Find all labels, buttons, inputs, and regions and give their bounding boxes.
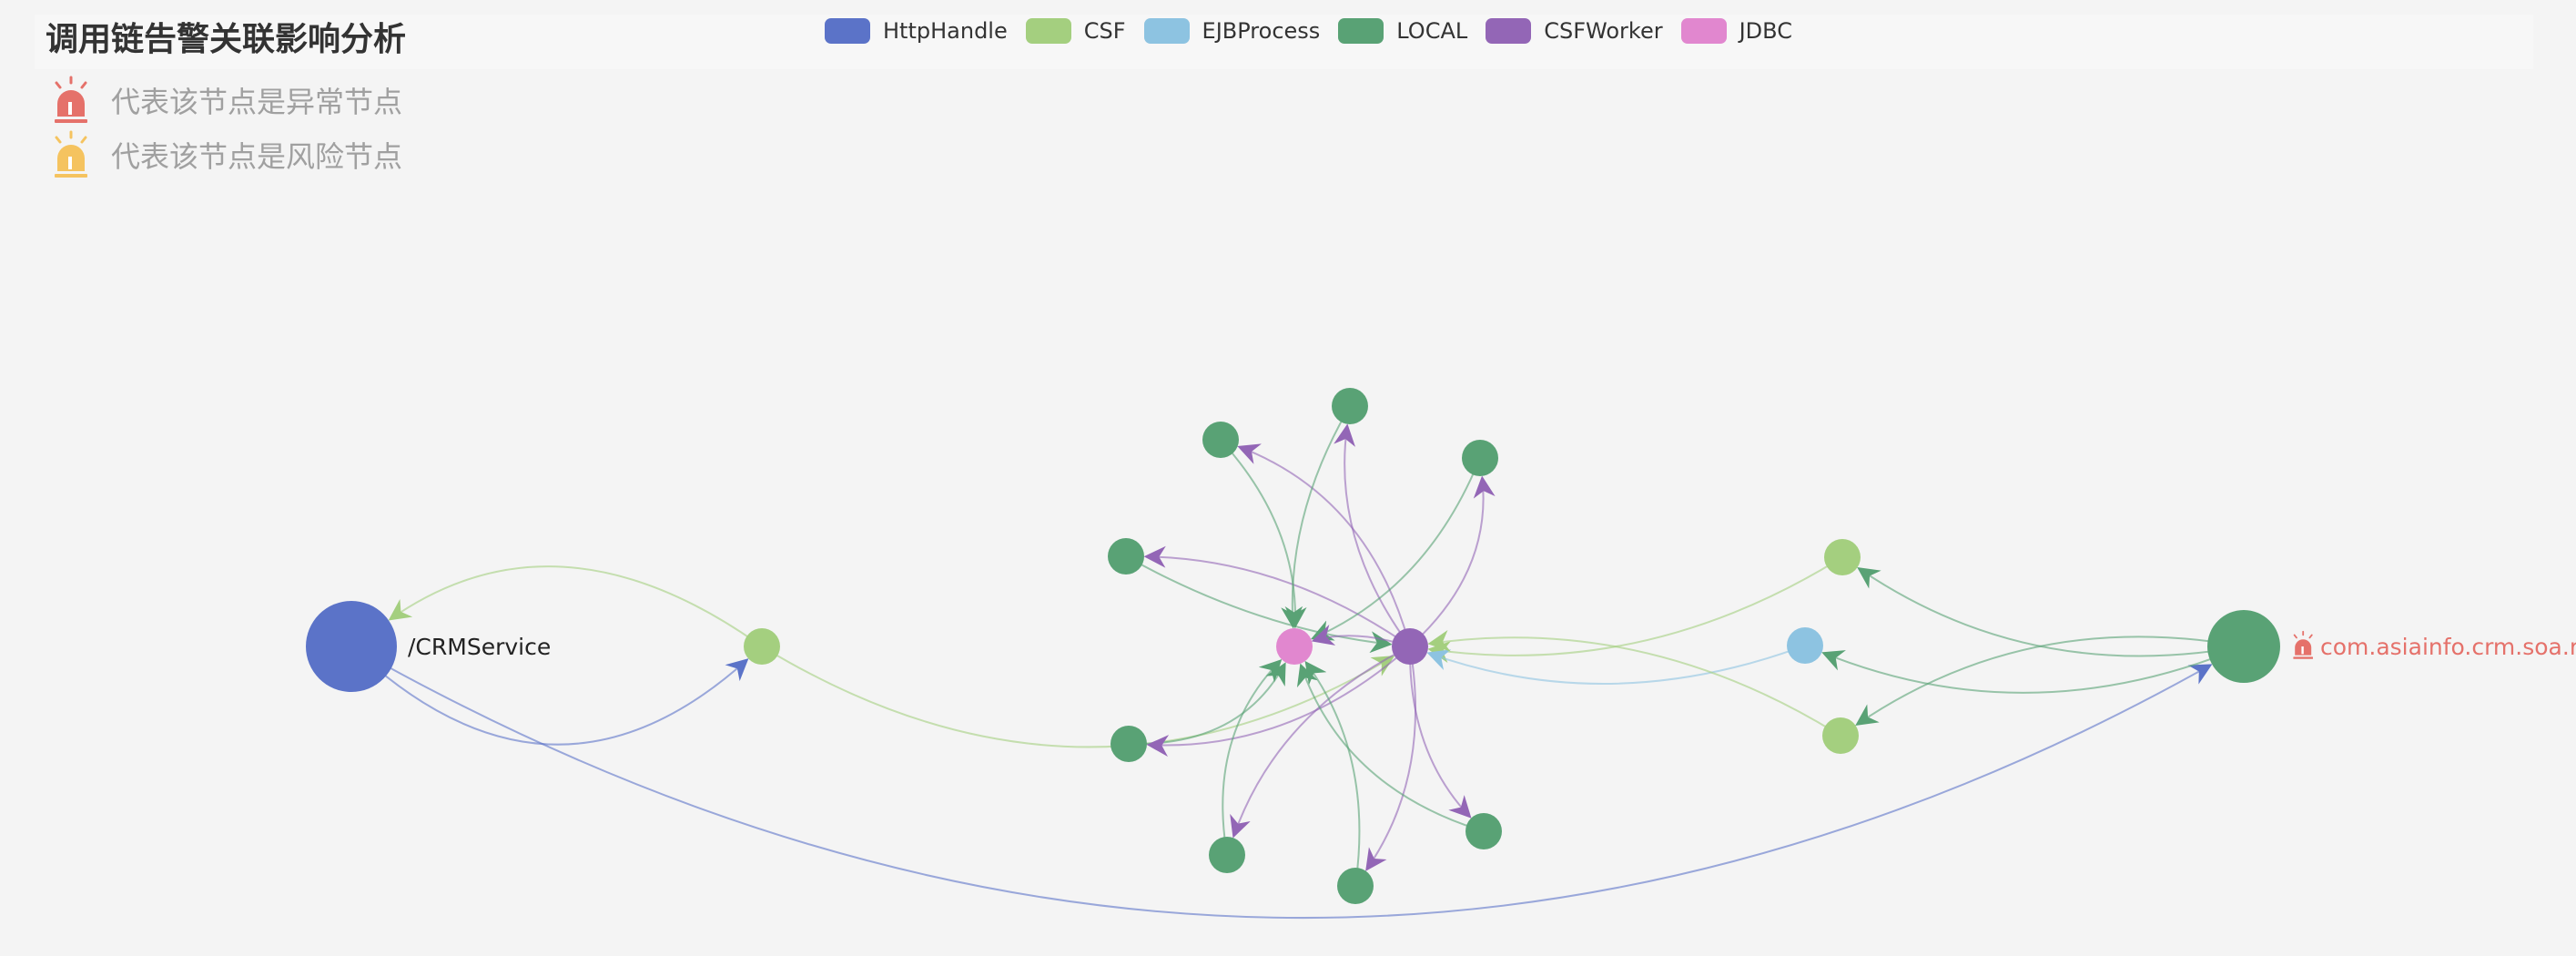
alarm-legend-risk: 代表该节点是风险节点 bbox=[51, 127, 402, 182]
legend-label-local: LOCAL bbox=[1396, 18, 1468, 44]
alarm-legend-abnormal: 代表该节点是异常节点 bbox=[51, 73, 402, 127]
edge-ejb-to-worker bbox=[1426, 646, 1800, 685]
edge-worker-to-l2 bbox=[1237, 443, 1410, 642]
legend-label-jdbc: JDBC bbox=[1739, 18, 1792, 44]
edge-root-to-remote bbox=[362, 652, 2213, 920]
edge-csf1-to-root bbox=[388, 565, 758, 645]
node-l6[interactable] bbox=[1209, 837, 1245, 873]
title-bar bbox=[35, 15, 2533, 69]
node-l1[interactable] bbox=[1108, 538, 1144, 575]
legend-label-ejbprocess: EJBProcess bbox=[1202, 18, 1321, 44]
edge-remote-to-csf3 bbox=[1855, 636, 2234, 726]
legend-label-csfworker: CSFWorker bbox=[1544, 18, 1663, 44]
page-title: 调用链告警关联影响分析 bbox=[46, 21, 407, 58]
alarm-legend-risk-text: 代表该节点是风险节点 bbox=[111, 139, 403, 174]
edge-remote-to-csf2 bbox=[1857, 567, 2234, 657]
edge-remote-to-ejb bbox=[1821, 649, 2235, 694]
yellow-alarm-icon bbox=[55, 130, 87, 178]
legend-item-csfworker[interactable]: CSFWorker bbox=[1486, 18, 1663, 44]
node-jdbc[interactable] bbox=[1276, 628, 1313, 665]
edge-l8-to-jdbc bbox=[1296, 663, 1479, 831]
legend-swatch-csf bbox=[1025, 18, 1071, 44]
alarm-legend-abnormal-text: 代表该节点是异常节点 bbox=[111, 85, 403, 119]
legend-swatch-ejbprocess bbox=[1143, 18, 1190, 44]
node-root[interactable] bbox=[306, 601, 397, 692]
legend-swatch-local bbox=[1338, 18, 1384, 44]
node-ejb[interactable] bbox=[1787, 627, 1823, 664]
edge-l7-to-jdbc bbox=[1304, 660, 1361, 881]
node-csf2[interactable] bbox=[1824, 539, 1861, 575]
node-l5[interactable] bbox=[1111, 726, 1147, 762]
node-l4[interactable] bbox=[1462, 440, 1498, 476]
legend-item-csf[interactable]: CSF bbox=[1025, 18, 1126, 44]
node-label-remote: com.asiainfo.crm.soa.re bbox=[2320, 634, 2576, 660]
edge-l2-to-jdbc bbox=[1223, 442, 1307, 629]
red-alarm-icon bbox=[2293, 630, 2313, 659]
legend-swatch-csfworker bbox=[1486, 18, 1532, 44]
legend: HttpHandle CSF EJBProcess LOCAL CSFWorker JDB… bbox=[825, 16, 1792, 46]
red-alarm-icon bbox=[55, 76, 87, 123]
alarm-legend: 代表该节点是异常节点 代表该节点是风险节点 bbox=[51, 73, 402, 182]
edge-l6-to-jdbc bbox=[1222, 658, 1283, 850]
node-worker[interactable] bbox=[1392, 628, 1428, 665]
legend-item-ejbprocess[interactable]: EJBProcess bbox=[1143, 18, 1321, 44]
legend-item-local[interactable]: LOCAL bbox=[1338, 18, 1467, 44]
edge-l4-to-jdbc bbox=[1310, 463, 1479, 641]
node-csf1[interactable] bbox=[744, 628, 780, 665]
edge-csf2-to-worker bbox=[1427, 559, 1839, 664]
edge-root-to-csf1 bbox=[360, 655, 749, 746]
edge-worker-to-l5 bbox=[1146, 649, 1407, 758]
node-l3[interactable] bbox=[1332, 388, 1368, 424]
node-l2[interactable] bbox=[1202, 422, 1239, 458]
legend-label-httphandle: HttpHandle bbox=[883, 18, 1008, 44]
legend-label-csf: CSF bbox=[1083, 18, 1126, 44]
edge-worker-to-l1 bbox=[1143, 545, 1406, 645]
node-remote[interactable] bbox=[2207, 610, 2280, 683]
legend-item-httphandle[interactable]: HttpHandle bbox=[825, 18, 1008, 44]
edge-l3-to-jdbc bbox=[1281, 410, 1348, 629]
node-l8[interactable] bbox=[1465, 813, 1502, 849]
edge-csf3-to-worker bbox=[1427, 629, 1837, 734]
edge-csf1-to-worker bbox=[766, 648, 1395, 748]
edge-l1-to-worker bbox=[1130, 558, 1393, 654]
node-csf3[interactable] bbox=[1822, 717, 1859, 754]
legend-swatch-jdbc bbox=[1680, 18, 1727, 44]
legend-item-jdbc[interactable]: JDBC bbox=[1680, 18, 1792, 44]
edge-worker-to-l7 bbox=[1365, 651, 1417, 871]
edge-worker-to-l3 bbox=[1334, 423, 1408, 643]
edge-worker-to-l8 bbox=[1408, 651, 1472, 819]
node-l7[interactable] bbox=[1337, 868, 1374, 904]
edge-worker-to-l4 bbox=[1413, 475, 1496, 644]
node-label-root: /CRMService bbox=[408, 634, 551, 660]
edge-worker-to-l6 bbox=[1230, 647, 1406, 839]
legend-swatch-httphandle bbox=[825, 18, 870, 44]
